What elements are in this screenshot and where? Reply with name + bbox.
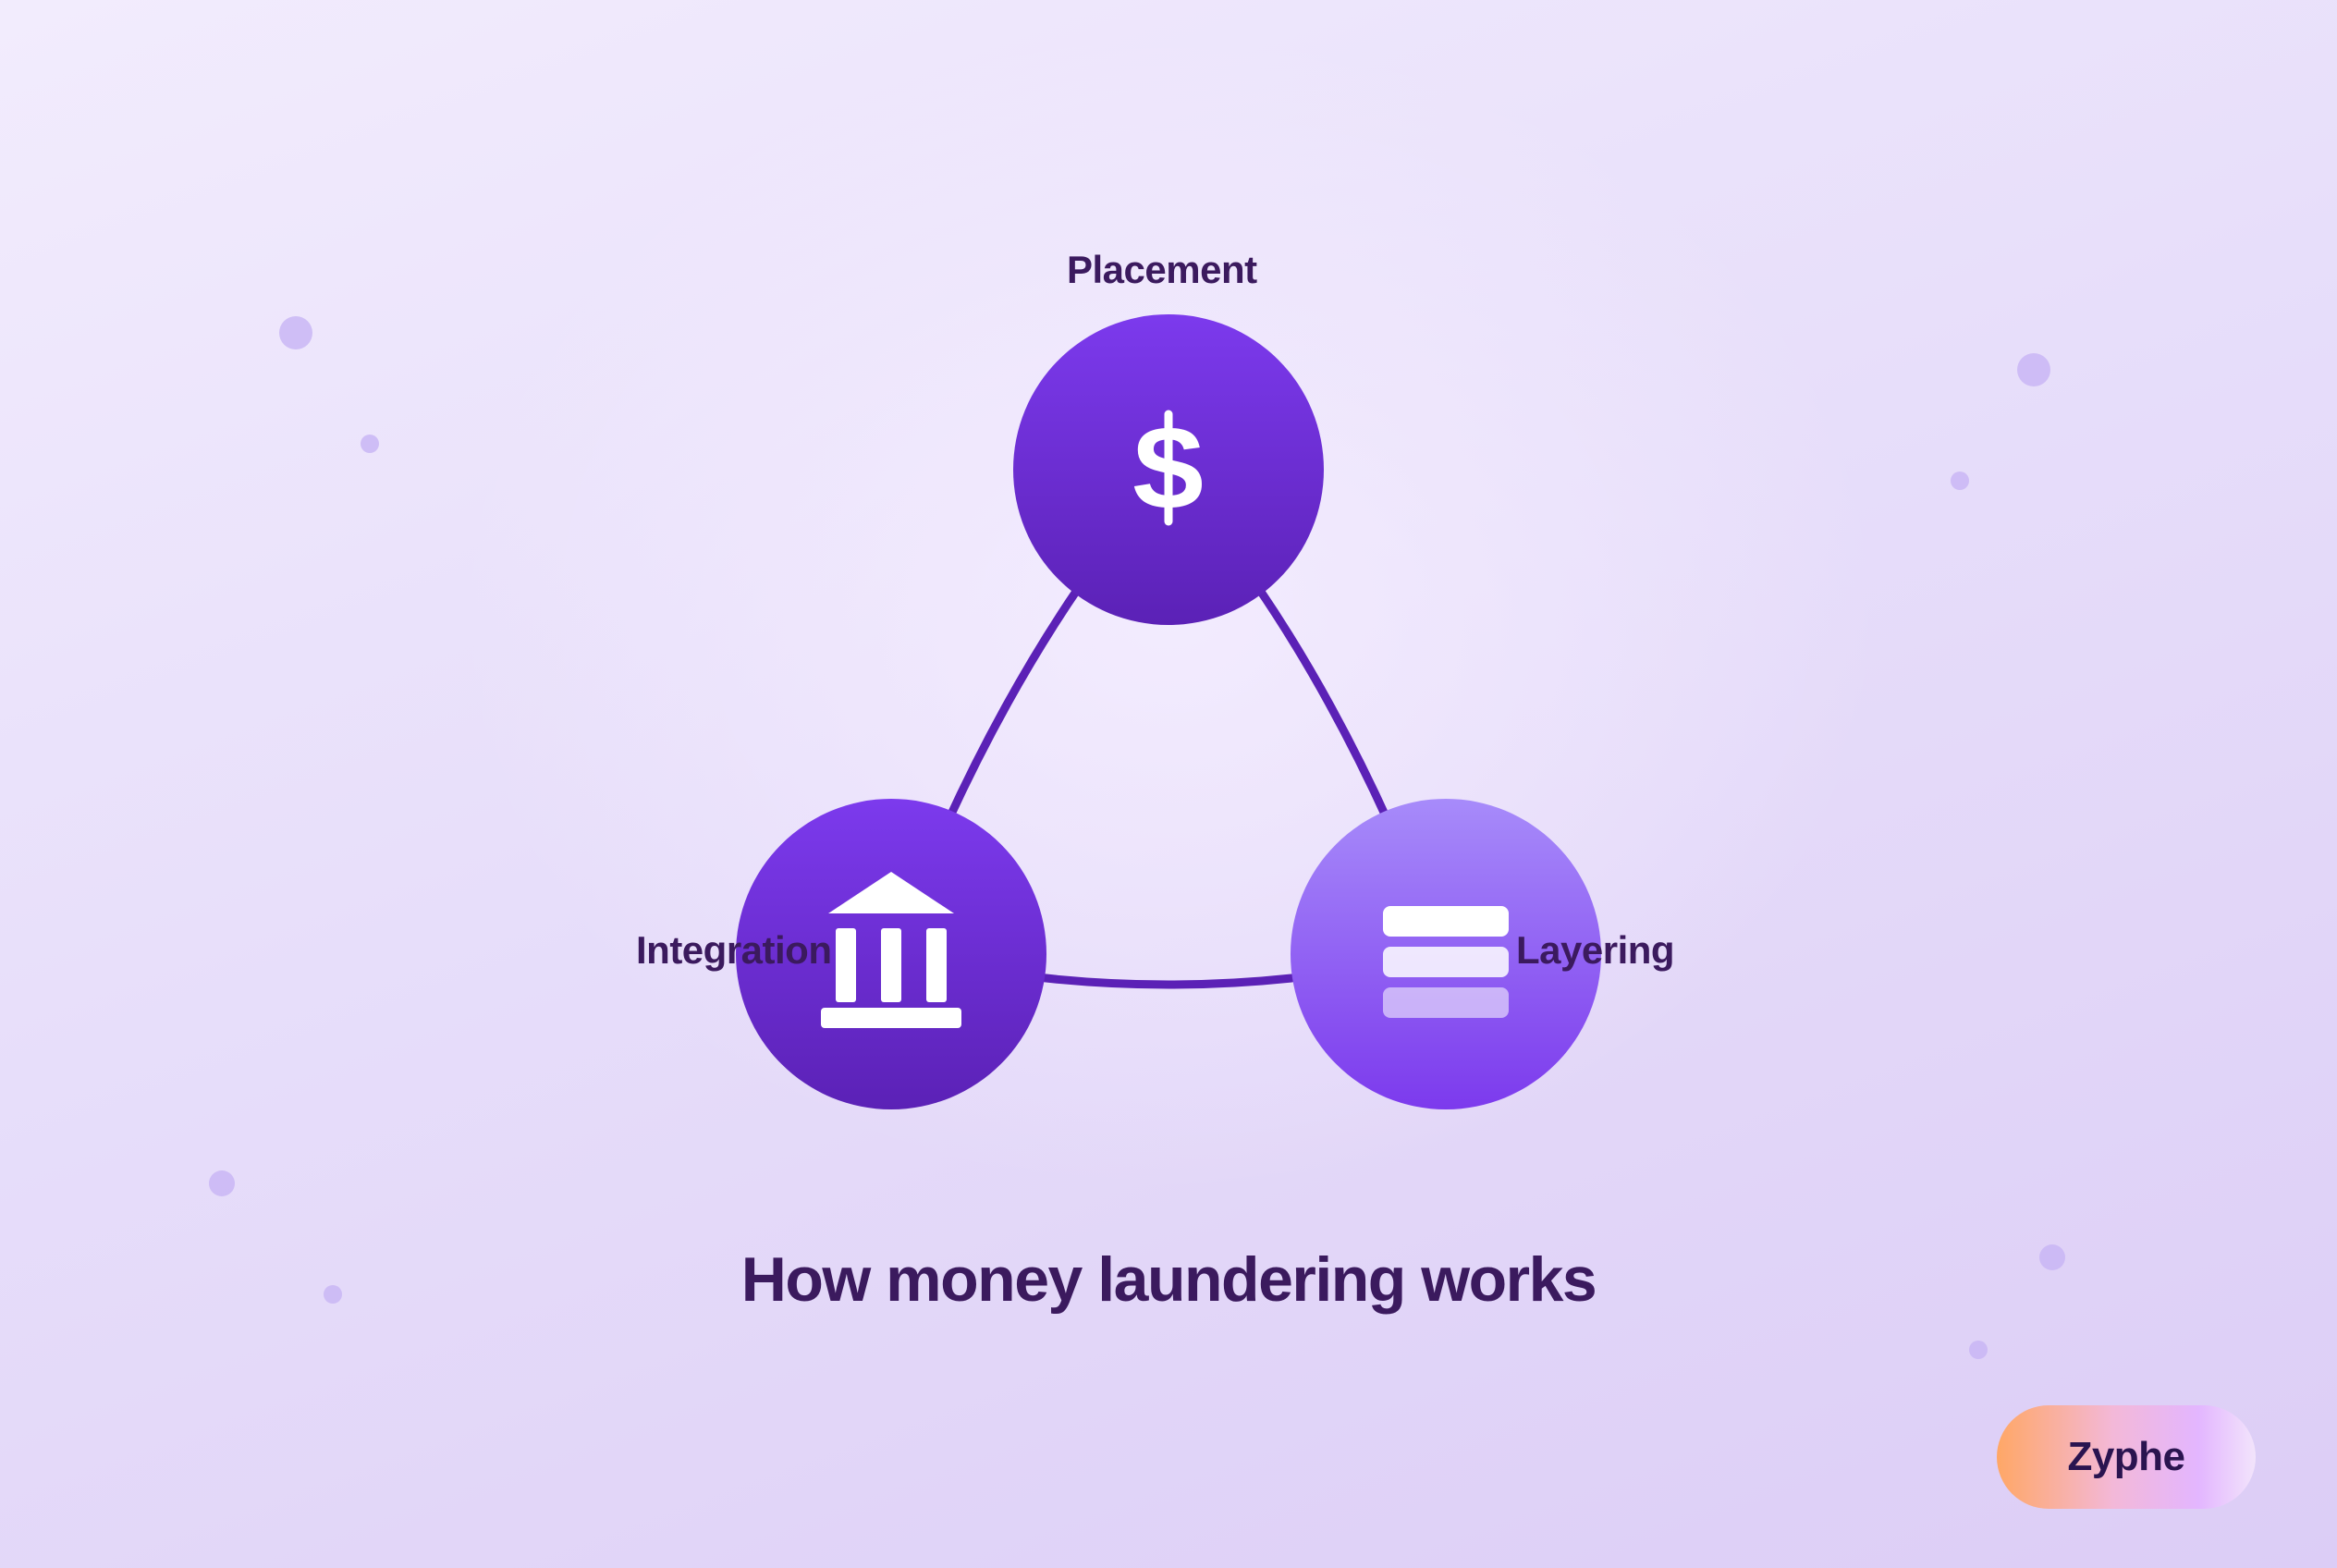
decorative-dot xyxy=(1969,1341,1988,1359)
brand-name: Zyphe xyxy=(2067,1434,2185,1479)
node-layering[interactable] xyxy=(1291,799,1601,1109)
decorative-dot xyxy=(209,1170,235,1196)
node-integration[interactable] xyxy=(736,799,1046,1109)
stacked-layers-icon xyxy=(1383,906,1509,1018)
decorative-dot xyxy=(1951,472,1969,490)
decorative-dot xyxy=(2017,353,2050,386)
decorative-dot xyxy=(279,316,312,349)
node-placement[interactable]: S xyxy=(1013,314,1324,625)
placement-label: Placement xyxy=(1067,248,1257,291)
integration-label: Integration xyxy=(636,928,832,972)
diagram-title: How money laundering works xyxy=(740,1244,1597,1315)
bank-icon xyxy=(821,872,961,1028)
brand-badge[interactable]: Zyphe xyxy=(1997,1405,2256,1509)
decorative-dot xyxy=(361,435,379,453)
dollar-icon: S xyxy=(1131,405,1205,531)
layering-label: Layering xyxy=(1516,928,1675,972)
decorative-dot xyxy=(2039,1244,2065,1270)
svg-text:S: S xyxy=(1131,405,1205,531)
decorative-dot xyxy=(324,1285,342,1304)
